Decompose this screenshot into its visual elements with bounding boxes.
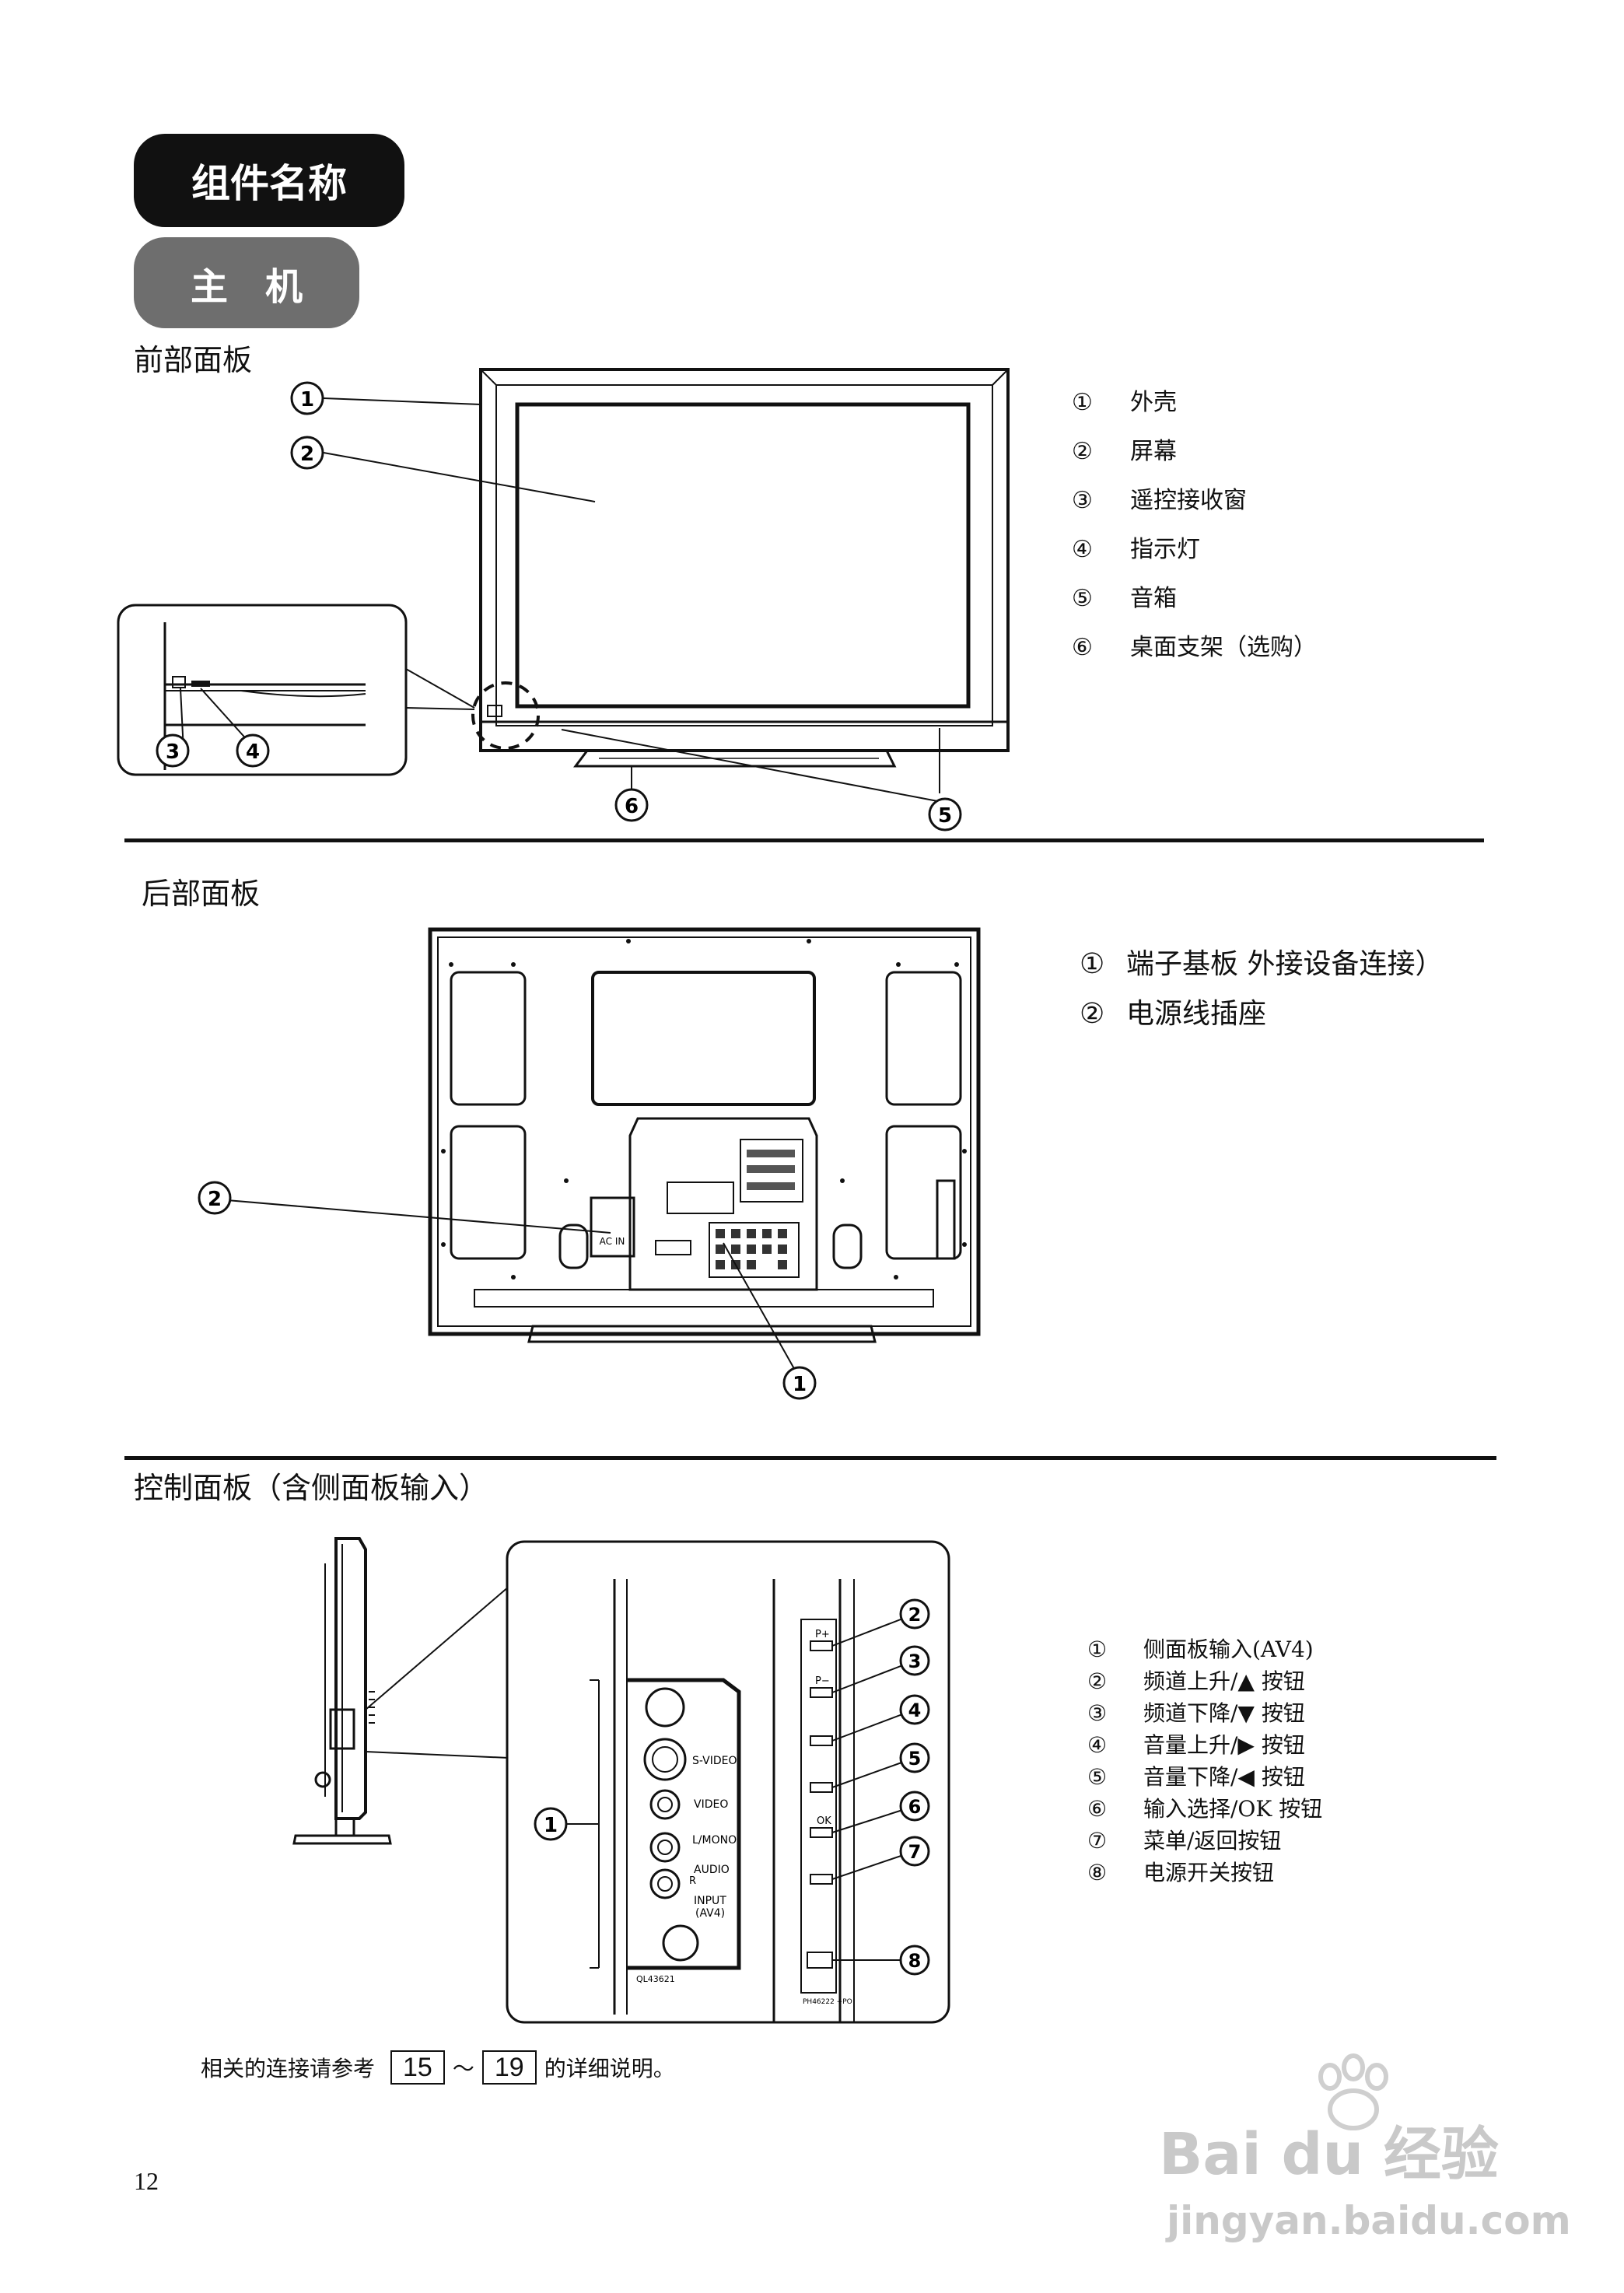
svg-text:QL43621: QL43621 (636, 1974, 675, 1984)
svg-text:1: 1 (300, 388, 314, 411)
section-title-pill: 组件名称 (134, 134, 404, 227)
svg-text:AUDIO: AUDIO (694, 1864, 730, 1876)
note-tilde: ～ (452, 2056, 474, 2081)
subsection-title: 主 机 (190, 264, 303, 309)
svg-text:2: 2 (208, 1188, 222, 1211)
svg-text:6: 6 (625, 795, 639, 818)
svg-text:PH46222 +PO: PH46222 +PO (803, 1998, 852, 2006)
page-number: 12 (134, 2167, 159, 2195)
control-callout-4: 4 (899, 1694, 930, 1725)
svg-text:INPUT: INPUT (694, 1895, 726, 1907)
control-callout-5: 5 (899, 1742, 930, 1773)
rear-callout-2: 2 (198, 1181, 232, 1215)
rear-callout-1: 1 (782, 1366, 817, 1400)
svg-text:VIDEO: VIDEO (694, 1798, 728, 1811)
front-callout-4: 4 (236, 733, 270, 768)
reference-note: 相关的连接请参考 15 ～ 19 的详细说明。 (201, 2050, 675, 2085)
control-panel-diagram: S-VIDEO VIDEO L/MONO AUDIO R INPUT (AV4)… (292, 1537, 950, 2024)
svg-text:S-VIDEO: S-VIDEO (692, 1755, 737, 1767)
control-callout-6: 6 (899, 1791, 930, 1822)
subsection-title-pill: 主 机 (134, 237, 359, 328)
watermark-url: jingyan.baidu.com (1167, 2198, 1571, 2243)
front-panel-diagram: 1 2 3 4 5 6 (117, 368, 1010, 831)
svg-text:L/MONO: L/MONO (692, 1834, 737, 1847)
svg-text:1: 1 (544, 1814, 558, 1837)
section-title: 组件名称 (191, 161, 347, 206)
rear-panel-diagram: AC IN 1 2 (198, 927, 981, 1400)
svg-text:5: 5 (908, 1748, 922, 1770)
watermark-brand: Bai du 经验 (1159, 2121, 1499, 2188)
front-callout-3: 3 (156, 733, 190, 768)
svg-text:4: 4 (246, 740, 260, 764)
divider (124, 838, 1484, 842)
svg-text:5: 5 (938, 804, 952, 828)
page-ref-start: 15 (390, 2050, 445, 2085)
control-callout-3: 3 (899, 1645, 930, 1676)
svg-text:AC IN: AC IN (600, 1236, 625, 1247)
svg-text:OK: OK (817, 1815, 831, 1827)
rear-panel-heading: 后部面板 (142, 877, 261, 911)
svg-text:8: 8 (908, 1950, 922, 1972)
control-callout-1: 1 (534, 1807, 568, 1841)
note-suffix: 的详细说明。 (544, 2056, 675, 2081)
front-callout-2: 2 (290, 436, 324, 470)
page-ref-end: 19 (481, 2050, 537, 2085)
svg-text:R: R (689, 1875, 696, 1887)
control-callout-2: 2 (899, 1598, 930, 1630)
svg-text:7: 7 (908, 1841, 922, 1863)
svg-text:3: 3 (166, 740, 180, 764)
svg-text:P+: P+ (815, 1629, 830, 1640)
svg-text:1: 1 (793, 1373, 807, 1396)
front-callout-5: 5 (928, 797, 962, 831)
front-callout-6: 6 (614, 788, 649, 822)
divider (124, 1456, 1496, 1460)
svg-text:6: 6 (908, 1796, 922, 1818)
note-prefix: 相关的连接请参考 (201, 2056, 376, 2081)
front-panel-heading: 前部面板 (134, 343, 253, 377)
baidu-paw-icon (1318, 2053, 1388, 2130)
control-callout-7: 7 (899, 1836, 930, 1867)
control-panel-heading: 控制面板（含侧面板输入） (134, 1471, 489, 1505)
control-callout-8: 8 (899, 1945, 930, 1976)
svg-text:2: 2 (908, 1604, 922, 1626)
svg-text:3: 3 (908, 1651, 922, 1672)
svg-text:P−: P− (815, 1675, 830, 1687)
front-callout-1: 1 (290, 381, 324, 415)
svg-text:2: 2 (300, 443, 314, 466)
svg-text:(AV4): (AV4) (695, 1907, 725, 1920)
svg-text:4: 4 (908, 1700, 922, 1721)
